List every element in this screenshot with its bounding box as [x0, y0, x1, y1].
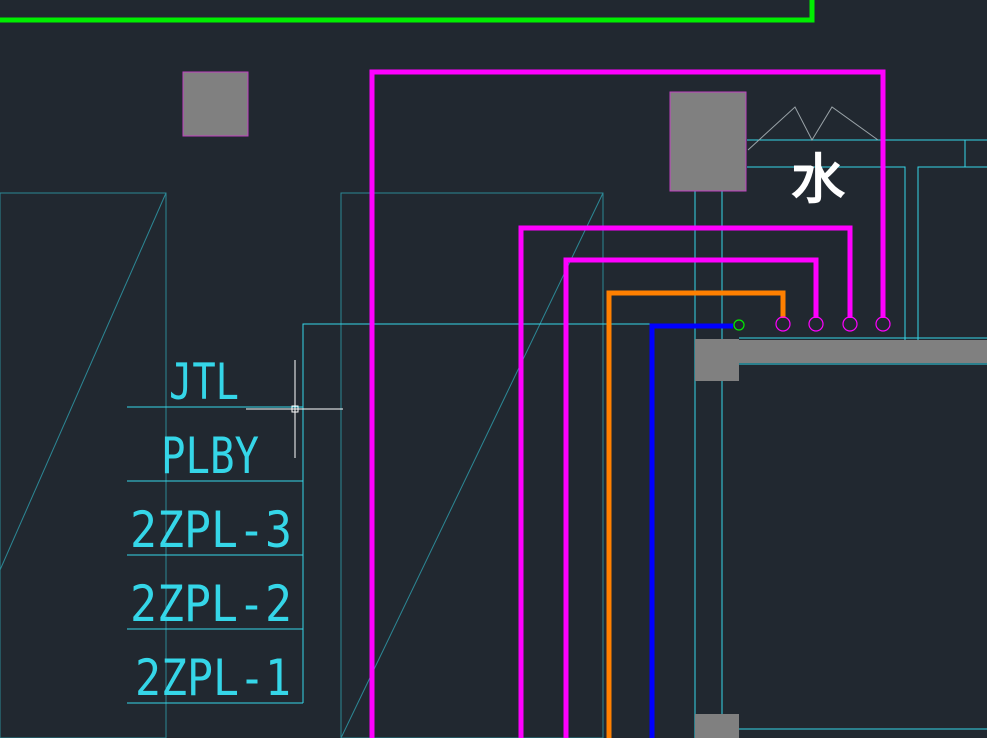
grid-cell-middle — [340, 192, 604, 738]
riser-circle-3[interactable] — [842, 316, 858, 332]
zigzag-line — [747, 106, 879, 151]
riser-circle-4[interactable] — [875, 316, 891, 332]
pipe-blue[interactable] — [649, 323, 733, 738]
pipe-label-2zpl-3: 2ZPL-3 — [130, 501, 292, 559]
riser-circle-2[interactable] — [808, 316, 824, 332]
column-upper-right[interactable] — [669, 91, 747, 192]
grid-cell-left — [0, 192, 167, 738]
green-wall-outline[interactable] — [0, 0, 815, 23]
pipe-label-jtl: JTL — [169, 353, 239, 411]
wall-inner-line-2 — [917, 140, 966, 340]
pipe-magenta-third[interactable] — [563, 257, 819, 738]
riser-circle-green[interactable] — [733, 319, 745, 331]
pipe-label-table: JTL PLBY 2ZPL-3 2ZPL-2 2ZPL-1 — [127, 353, 304, 707]
pipe-orange[interactable] — [606, 290, 786, 738]
column-bottom[interactable] — [695, 714, 739, 738]
wall-inner-line — [747, 166, 906, 340]
pipe-label-2zpl-2: 2ZPL-2 — [130, 575, 292, 633]
label-table-lines — [127, 405, 304, 704]
slab-beam[interactable] — [739, 340, 987, 363]
pipe-magenta-second[interactable] — [518, 225, 853, 738]
pipe-label-2zpl-1: 2ZPL-1 — [135, 649, 291, 707]
pipe-label-plby: PLBY — [161, 427, 259, 485]
leader-line-bracket — [302, 323, 695, 405]
crosshair-cursor-icon — [246, 360, 343, 458]
room-label-water: 水 — [791, 148, 846, 211]
columns — [182, 71, 987, 738]
column-middle[interactable] — [695, 339, 739, 381]
column-upper-left[interactable] — [182, 71, 249, 137]
diagonal-left — [0, 192, 167, 571]
construction-lines — [0, 192, 604, 738]
pipe-magenta-outer[interactable] — [369, 69, 886, 738]
diagonal-middle — [340, 192, 604, 738]
riser-circle-1[interactable] — [775, 316, 791, 332]
